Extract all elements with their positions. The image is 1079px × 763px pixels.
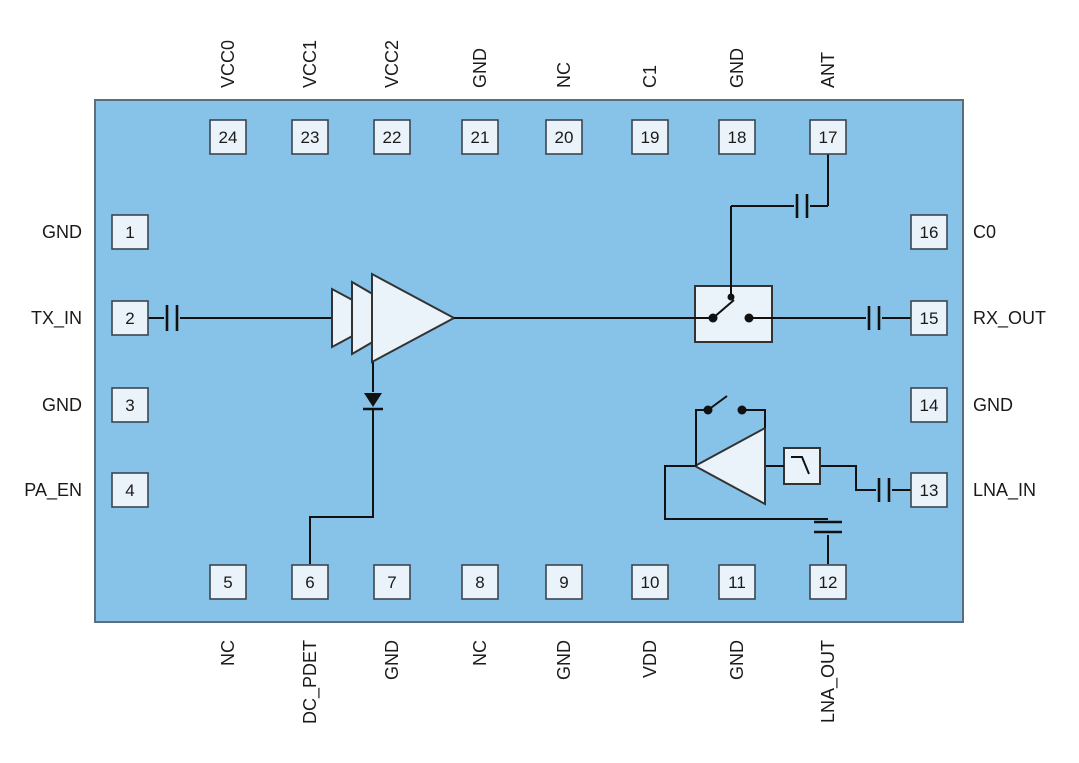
- pin-number: 5: [223, 573, 232, 592]
- pin-20-label: NC: [554, 62, 574, 88]
- pin-number: 14: [920, 396, 939, 415]
- pin-9-label: GND: [554, 640, 574, 680]
- pin-number: 8: [475, 573, 484, 592]
- pin-number: 17: [819, 128, 838, 147]
- pin-22: 22: [373, 119, 411, 155]
- pin-2: 2: [111, 300, 149, 336]
- pin-16-label: C0: [973, 222, 996, 242]
- pin-19-label: C1: [640, 65, 660, 88]
- pin-number: 22: [383, 128, 402, 147]
- pin-15-label: RX_OUT: [973, 308, 1046, 329]
- pin-17-label: ANT: [818, 52, 838, 88]
- pin-7: 7: [373, 564, 411, 600]
- pin-14-label: GND: [973, 395, 1013, 415]
- pin-10: 10: [631, 564, 669, 600]
- pin-number: 6: [305, 573, 314, 592]
- pin-13-label: LNA_IN: [973, 480, 1036, 501]
- pin-8: 8: [461, 564, 499, 600]
- pin-1-label: GND: [42, 222, 82, 242]
- pin-4-label: PA_EN: [24, 480, 82, 501]
- pin-number: 19: [641, 128, 660, 147]
- pin-number: 13: [920, 481, 939, 500]
- antenna-coupling-capacitor: [731, 154, 829, 218]
- pin-18: 18: [718, 119, 756, 155]
- pin-number: 12: [819, 573, 838, 592]
- pin-number: 4: [125, 481, 134, 500]
- pin-11-label: GND: [727, 640, 747, 680]
- lna-output-capacitor: [664, 465, 842, 564]
- pin-6-label: DC_PDET: [300, 640, 321, 724]
- pin-number: 18: [728, 128, 747, 147]
- pin-19: 19: [631, 119, 669, 155]
- pin-number: 23: [301, 128, 320, 147]
- pin-number: 21: [471, 128, 490, 147]
- pin-5-label: NC: [218, 640, 238, 666]
- pin-20: 20: [545, 119, 583, 155]
- antenna-switch-icon: [454, 206, 866, 343]
- pin-3: 3: [111, 387, 149, 423]
- pin-2-label: TX_IN: [31, 308, 82, 329]
- lna-amplifier-icon: [692, 426, 766, 506]
- pin-21-label: GND: [470, 48, 490, 88]
- pin-9: 9: [545, 564, 583, 600]
- pin-15: 15: [910, 300, 948, 336]
- pin-24-label: VCC0: [218, 40, 238, 88]
- pin-12: 12: [809, 564, 847, 600]
- pin-number: 2: [125, 309, 134, 328]
- pin-18-label: GND: [727, 48, 747, 88]
- pin-13: 13: [910, 472, 948, 508]
- pin-24: 24: [209, 119, 247, 155]
- pin-8-label: NC: [470, 640, 490, 666]
- pin-23: 23: [291, 119, 329, 155]
- pin-number: 16: [920, 223, 939, 242]
- pin-3-label: GND: [42, 395, 82, 415]
- limiter-icon: [765, 447, 821, 485]
- lna-input-capacitor: [820, 465, 911, 502]
- pin-7-label: GND: [382, 640, 402, 680]
- tx-input-capacitor: [148, 305, 340, 331]
- pin-12-label: LNA_OUT: [818, 640, 839, 723]
- pin-23-label: VCC1: [300, 40, 320, 88]
- pin-11: 11: [718, 564, 756, 600]
- pin-number: 9: [559, 573, 568, 592]
- pin-10-label: VDD: [640, 640, 660, 678]
- pin-1: 1: [111, 214, 149, 250]
- pin-number: 7: [387, 573, 396, 592]
- pin-6: 6: [291, 564, 329, 600]
- pin-17: 17: [809, 119, 847, 155]
- pin-number: 1: [125, 223, 134, 242]
- pin-number: 20: [555, 128, 574, 147]
- rx-output-capacitor: [867, 306, 911, 330]
- lna-bypass-switch-icon: [695, 395, 766, 466]
- pin-22-label: VCC2: [382, 40, 402, 88]
- pin-number: 24: [219, 128, 238, 147]
- pin-number: 11: [728, 573, 746, 592]
- pin-4: 4: [111, 472, 149, 508]
- three-stage-amplifier-icon: [331, 272, 457, 364]
- pin-number: 15: [920, 309, 939, 328]
- chip-body: [94, 99, 964, 623]
- pin-21: 21: [461, 119, 499, 155]
- pin-number: 3: [125, 396, 134, 415]
- pin-16: 16: [910, 214, 948, 250]
- pin-number: 10: [641, 573, 660, 592]
- pin-5: 5: [209, 564, 247, 600]
- pin-14: 14: [910, 387, 948, 423]
